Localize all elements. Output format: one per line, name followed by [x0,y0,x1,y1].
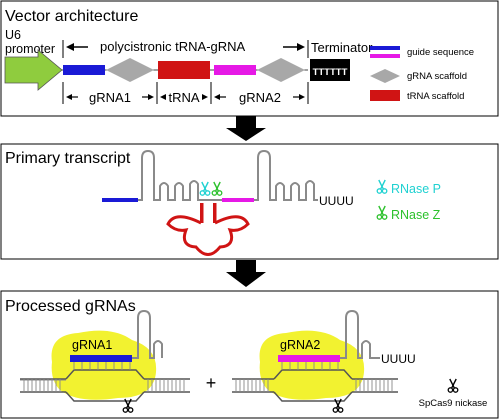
rnase-z-scissors-icon [211,181,223,196]
processed-label-grna1: gRNA1 [72,338,112,352]
legend-swatch-guide-magenta [370,54,400,58]
legend-swatch-grna-scaffold [370,69,400,83]
cas9-blob-left [51,330,157,400]
legend-swatch-trna-scaffold [370,90,400,101]
segment-trna-arrow-right [202,94,208,100]
trna-acceptor-stem-right [213,203,217,223]
processed-panel-title: Processed gRNAs [5,298,136,315]
segment-grna2: gRNA2 [214,90,305,105]
primary-transcript-rna: UUUU [102,149,354,256]
rnase-z-legend-icon [376,205,388,220]
segment-grna1-label: gRNA1 [89,90,131,105]
cas9-complex-grna1: gRNA1 [20,309,190,413]
legend: guide sequence gRNA scaffold tRNA scaffo… [370,46,474,102]
rna-dna-pairing-right [281,362,339,370]
nickase-legend-scissors-icon [447,378,459,393]
processed-label-grna2: gRNA2 [280,338,320,352]
primary-tail-uuuu: UUUU [319,194,354,208]
trna-acceptor-stem-left [200,203,204,223]
nickase-label: SpCas9 nickase [419,398,488,409]
primary-panel-border [0,143,499,260]
trna-block [158,61,210,79]
processed-guide-2 [278,355,340,362]
dna-bubble-bottom-left [65,391,145,402]
dna-bubble-top-left [65,369,145,380]
legend-swatch-guide-blue [370,46,400,50]
rnase-p-label: RNase P [391,182,441,196]
guide-sequence-2 [214,65,256,75]
processed-panel-border [0,290,499,419]
cassette-arrowhead-left [66,43,74,51]
dna-rungs-right-b [355,379,393,392]
vector-panel-title: Vector architecture [5,8,139,25]
dna-rungs-right-a [235,379,269,392]
flow-arrow-2 [226,260,266,287]
rna-dna-pairing-left [73,362,131,370]
legend-label-trna-scaffold: tRNA scaffold [407,91,464,102]
segment-trna-label: tRNA [168,90,199,105]
terminator-label: Terminator [311,40,373,55]
terminator-sequence: TTTTTT [313,67,348,78]
flow-arrow-1 [226,116,266,141]
processed-tail-uuuu: UUUU [381,352,416,366]
segment-grna2-arrow-right [299,94,305,100]
processed-scaffold-1 [132,309,163,359]
promoter-label-line2: promoter [5,42,55,56]
segment-trna: tRNA [160,90,208,105]
dna-bubble-bottom-right [273,391,353,402]
primary-panel-title: Primary transcript [5,150,131,167]
cas9-complex-grna2: UUUU gRNA2 [232,309,416,413]
dna-rungs-left-b [147,379,185,392]
rnase-p-legend-icon [376,179,388,194]
primary-scaffold-1 [138,149,202,201]
segment-grna1: gRNA1 [66,90,154,105]
plus-sign: + [206,373,217,393]
processed-guide-1 [70,355,132,362]
processed-scaffold-2 [340,309,380,359]
cassette-arrowhead-right [297,43,305,51]
cassette-label: polycistronic tRNA-gRNA [100,39,246,54]
legend-label-guide: guide sequence [407,47,474,58]
primary-scaffold-2 [254,149,318,201]
dna-bubble-top-right [273,369,353,380]
dna-rungs-left-a [20,379,66,392]
guide-sequence-1 [63,65,105,75]
grna-scaffold-1 [106,58,154,82]
grna-scaffold-2 [257,58,305,82]
trna-cloverleaf [166,215,250,256]
rnase-p-scissors-icon [199,181,211,196]
promoter-label-line1: U6 [5,28,21,42]
rnase-z-label: RNase Z [391,208,441,222]
legend-label-grna-scaffold: gRNA scaffold [407,71,467,82]
u6-promoter-arrow [4,49,63,91]
terminator-box [310,59,350,81]
cas9-blob-right [259,330,365,400]
segment-grna2-label: gRNA2 [239,90,281,105]
segment-grna1-arrow-right [148,94,154,100]
